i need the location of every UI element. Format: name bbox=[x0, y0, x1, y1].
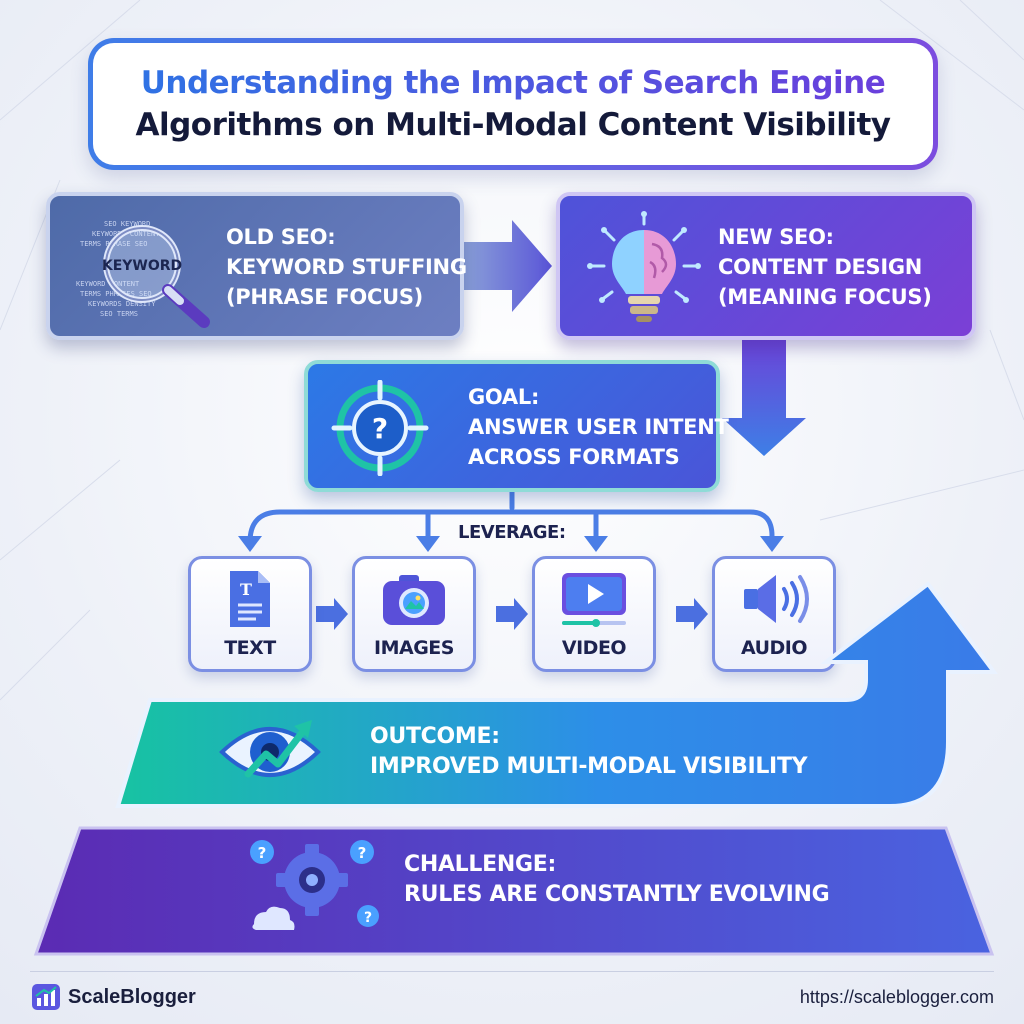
gear-questions-icon: ? ? ? bbox=[250, 840, 379, 930]
title-line-2: Algorithms on Multi-Modal Content Visibi… bbox=[135, 107, 891, 143]
format-card-audio: AUDIO bbox=[712, 556, 836, 672]
website-url[interactable]: https://scaleblogger.com bbox=[799, 987, 994, 1007]
brand-name: ScaleBlogger bbox=[68, 986, 196, 1008]
format-arrows bbox=[316, 598, 708, 630]
svg-text:TERMS PHRASES SEO: TERMS PHRASES SEO bbox=[80, 290, 152, 298]
old-seo-line-2: KEYWORD STUFFING bbox=[226, 255, 467, 279]
speaker-icon bbox=[744, 575, 809, 623]
new-seo-line-1: NEW SEO: bbox=[718, 225, 834, 249]
svg-text:KEYWORDS DENSITY: KEYWORDS DENSITY bbox=[88, 300, 156, 308]
branch-lines bbox=[247, 489, 775, 545]
challenge-line-1: CHALLENGE: bbox=[404, 852, 556, 877]
svg-text:?: ? bbox=[364, 910, 372, 926]
svg-text:SEO KEYWORD: SEO KEYWORD bbox=[104, 220, 150, 228]
new-seo-card: NEW SEO: CONTENT DESIGN (MEANING FOCUS) bbox=[556, 192, 976, 340]
svg-text:?: ? bbox=[372, 412, 388, 445]
magnifier-keyword-icon: SEO KEYWORD KEYWORDS CONTENT TERMS PHRAS… bbox=[76, 220, 210, 328]
leverage-label: LEVERAGE: bbox=[458, 522, 566, 543]
outcome-line-2: IMPROVED MULTI-MODAL VISIBILITY bbox=[370, 754, 808, 779]
goal-line-3: ACROSS FORMATS bbox=[468, 445, 680, 469]
challenge-text: CHALLENGE: RULES ARE CONSTANTLY EVOLVING bbox=[404, 850, 830, 910]
new-seo-line-3: (MEANING FOCUS) bbox=[718, 285, 932, 309]
goal-card: ? GOAL: ANSWER USER INTENT ACROSS FORMAT… bbox=[304, 360, 729, 492]
lightbulb-brain-icon bbox=[587, 211, 701, 322]
old-seo-line-3: (PHRASE FOCUS) bbox=[226, 285, 423, 309]
arrow-new-to-goal bbox=[722, 340, 806, 456]
svg-text:SEO TERMS: SEO TERMS bbox=[100, 310, 138, 318]
camera-icon bbox=[383, 575, 445, 625]
footer-divider bbox=[30, 971, 994, 972]
title-line-1: Understanding the Impact of Search Engin… bbox=[140, 65, 886, 101]
old-seo-card: SEO KEYWORD KEYWORDS CONTENT TERMS PHRAS… bbox=[46, 192, 467, 340]
svg-text:?: ? bbox=[358, 844, 367, 862]
branch-arrowheads bbox=[238, 536, 784, 552]
goal-line-1: GOAL: bbox=[468, 385, 540, 409]
svg-text:T: T bbox=[240, 580, 252, 599]
outcome-line-1: OUTCOME: bbox=[370, 724, 500, 749]
scaleblogger-logo-icon bbox=[32, 984, 60, 1010]
eye-growth-icon bbox=[219, 720, 321, 778]
document-icon: T bbox=[230, 571, 270, 627]
format-card-video: VIDEO bbox=[532, 556, 656, 672]
format-label-video: VIDEO bbox=[561, 637, 627, 659]
new-seo-line-2: CONTENT DESIGN bbox=[718, 255, 923, 279]
target-question-icon: ? bbox=[331, 380, 429, 476]
goal-line-2: ANSWER USER INTENT bbox=[468, 415, 729, 439]
old-seo-line-1: OLD SEO: bbox=[226, 225, 336, 249]
format-card-images: IMAGES bbox=[352, 556, 476, 672]
format-label-images: IMAGES bbox=[374, 637, 454, 659]
svg-text:KEYWORD CONTENT: KEYWORD CONTENT bbox=[76, 280, 140, 288]
arrow-old-to-new bbox=[464, 220, 552, 312]
format-label-audio: AUDIO bbox=[740, 637, 808, 659]
format-label-text: TEXT bbox=[224, 637, 276, 659]
challenge-line-2: RULES ARE CONSTANTLY EVOLVING bbox=[404, 882, 830, 907]
format-card-text: T TEXT bbox=[188, 556, 312, 672]
outcome-text: OUTCOME: IMPROVED MULTI-MODAL VISIBILITY bbox=[370, 722, 808, 782]
keyword-word: KEYWORD bbox=[102, 258, 182, 274]
title-banner: Understanding the Impact of Search Engin… bbox=[88, 38, 938, 170]
video-player-icon bbox=[562, 573, 626, 627]
svg-text:?: ? bbox=[258, 844, 267, 862]
